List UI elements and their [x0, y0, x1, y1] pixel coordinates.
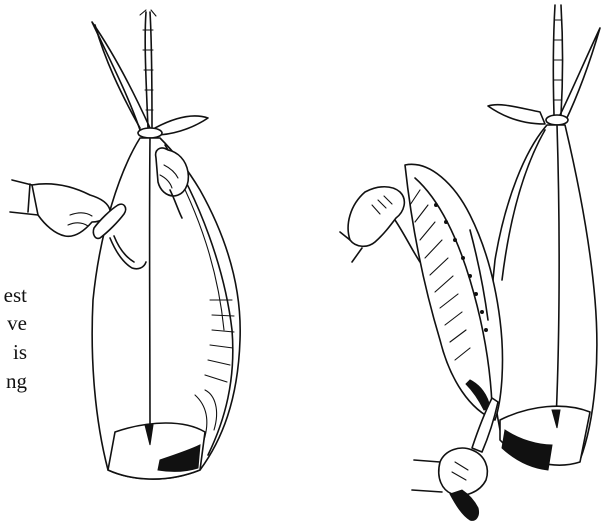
right-upper-hand [340, 187, 420, 262]
right-fillet-flap [405, 164, 502, 420]
right-fish-tail [488, 5, 600, 125]
right-fish-figure [340, 5, 600, 520]
right-fish-body [491, 125, 597, 470]
left-fish-tail [92, 10, 208, 138]
right-knife-hand [412, 398, 498, 520]
left-fish-figure [10, 10, 240, 479]
